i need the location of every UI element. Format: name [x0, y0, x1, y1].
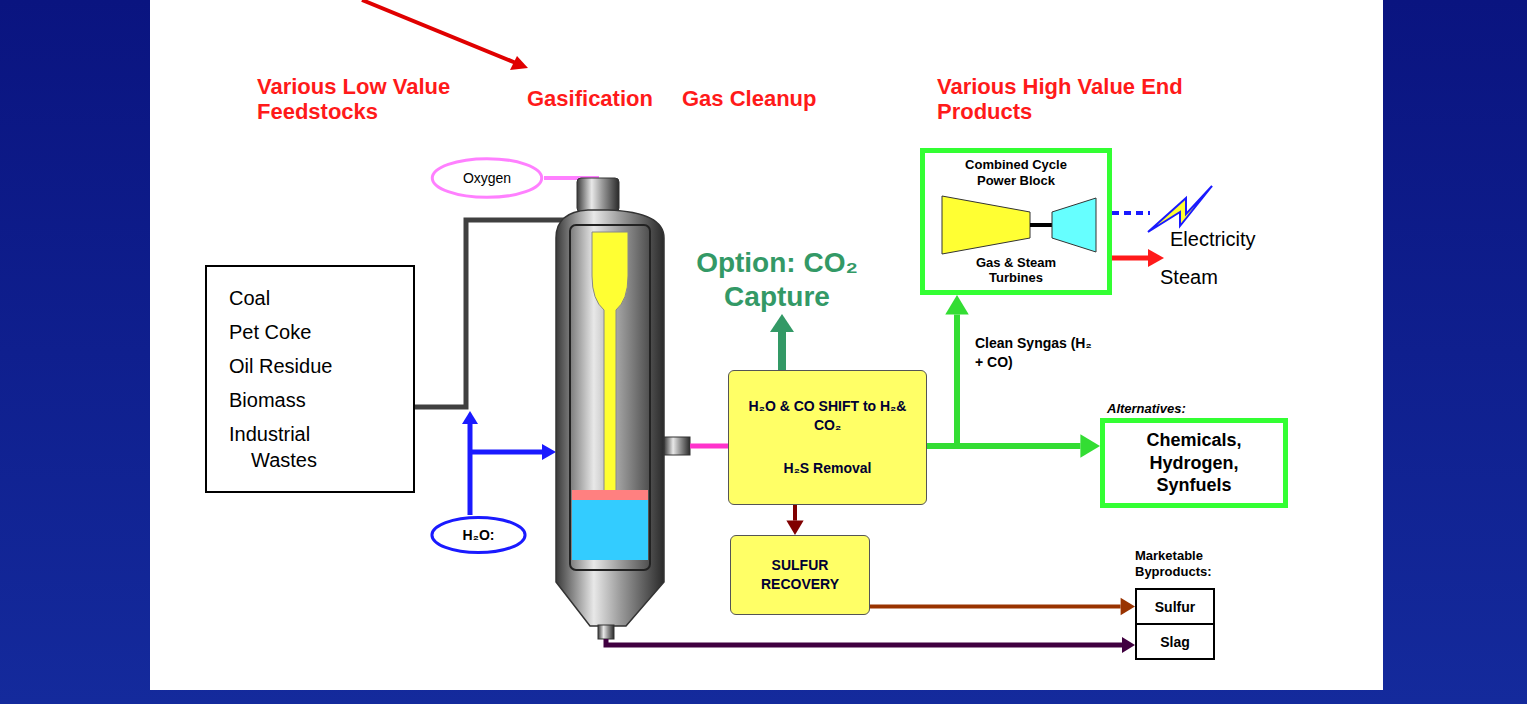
pointer-head	[510, 56, 528, 70]
node-text: Coal	[229, 285, 376, 311]
stage-heading: Various High Value End Products	[937, 74, 1197, 125]
alternatives-body: Chemicals, Hydrogen, Synfuels	[1111, 429, 1277, 497]
stage-heading: Various Low Value Feedstocks	[257, 74, 457, 125]
node-text: SULFUR RECOVERY	[755, 556, 845, 594]
gasifier-outlet	[598, 625, 614, 639]
arrow-head	[1080, 434, 1100, 458]
slag-head	[1122, 637, 1135, 653]
node-text: Industrial Wastes	[229, 421, 376, 473]
option-label: Option: CO₂ Capture	[672, 246, 882, 313]
node-text: Sulfur	[1155, 599, 1195, 615]
node-text: Slag	[1160, 634, 1190, 650]
gasifier-liner	[570, 225, 650, 570]
flame	[592, 232, 628, 494]
steam-turbine	[1052, 198, 1096, 252]
feedstock-box: CoalPet CokeOil ResidueBiomassIndustrial…	[205, 265, 415, 493]
water-pool	[572, 500, 648, 560]
co2-line	[778, 330, 786, 370]
arrow-head	[1121, 598, 1135, 615]
flow-connector	[793, 505, 797, 521]
pointer-arrow	[362, 0, 516, 63]
node-text: Combined Cycle Power Block	[951, 157, 1081, 188]
alternatives-box: Alternatives:Chemicals, Hydrogen, Synfue…	[1100, 418, 1288, 508]
node-text: Oxygen	[463, 170, 511, 186]
gasifier-vessel	[556, 210, 664, 626]
node-text: H₂O:	[463, 527, 495, 543]
gas-turbine	[942, 196, 1030, 254]
steam-head	[1148, 249, 1164, 267]
output-label: Steam	[1160, 266, 1260, 289]
output-label: Electricity	[1170, 228, 1290, 251]
water-head	[462, 411, 478, 424]
node-text: Gas & Steam Turbines	[951, 255, 1081, 286]
feed-line	[415, 220, 578, 407]
node-text: Biomass	[229, 387, 376, 413]
co2-head	[770, 314, 794, 332]
slag-line	[606, 639, 1124, 645]
byproduct-cell: Slag	[1135, 623, 1215, 660]
gasifier-nozzle	[664, 437, 690, 455]
node-text: Pet Coke	[229, 319, 376, 345]
power-line	[1112, 211, 1150, 215]
oxygen-ellipse: Oxygen	[430, 156, 544, 200]
arrow-head	[786, 521, 803, 535]
stage-heading: Gasification	[527, 86, 687, 112]
node-text: Oil Residue	[229, 353, 376, 379]
flow-connector	[870, 605, 1121, 609]
water-line	[468, 420, 473, 515]
flow-connector	[927, 315, 957, 446]
gasifier-neck	[577, 178, 619, 212]
slag-band	[572, 490, 648, 500]
node-text: Chemicals, Hydrogen, Synfuels	[1111, 429, 1277, 497]
raw-gas-line	[690, 444, 728, 449]
shift-box: H₂O & CO SHIFT to H₂& CO₂ H₂S Removal	[728, 370, 927, 505]
byproducts-heading: Marketable Byproducts:	[1135, 548, 1245, 581]
node-text: Alternatives:	[1107, 401, 1186, 416]
power-block-box: Combined Cycle Power BlockGas & Steam Tu…	[920, 148, 1112, 295]
edge-label: Clean Syngas (H₂ + CO)	[975, 334, 1093, 372]
steam-line	[1112, 256, 1150, 261]
sulfur-recovery-box: SULFUR RECOVERY	[730, 535, 870, 615]
stage-heading: Gas Cleanup	[682, 86, 852, 112]
water-ellipse: H₂O:	[430, 515, 527, 555]
byproduct-cell: Sulfur	[1135, 588, 1215, 625]
arrow-head	[945, 295, 969, 315]
node-text: H₂O & CO SHIFT to H₂& CO₂	[737, 397, 918, 435]
turbine-shaft	[1030, 223, 1052, 227]
water-branch-head	[542, 444, 556, 460]
lightning	[1148, 186, 1212, 232]
water-branch	[470, 450, 544, 455]
node-text: H₂S Removal	[784, 459, 872, 478]
